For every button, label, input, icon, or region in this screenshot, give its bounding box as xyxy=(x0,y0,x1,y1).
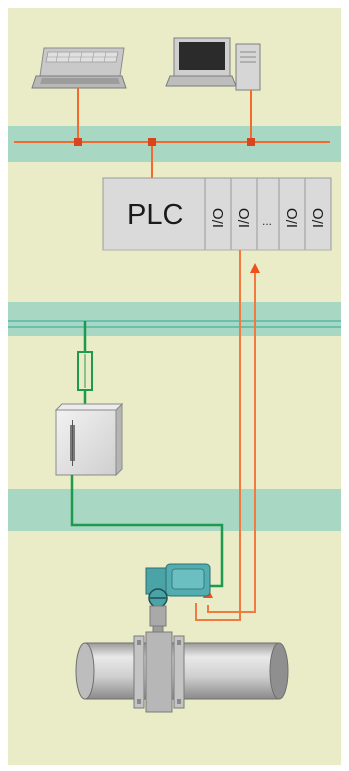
bus-node-laptop xyxy=(74,138,82,146)
bus-node-plc xyxy=(148,138,156,146)
field-level-band xyxy=(8,302,341,336)
bus-node-desktop xyxy=(247,138,255,146)
io-module-label-5: I/O xyxy=(310,208,327,228)
pipe-icon xyxy=(75,631,289,713)
loop-wire-inner xyxy=(207,263,260,613)
transmitter-icon xyxy=(145,563,211,639)
io-module-label-2: I/O xyxy=(236,208,253,228)
desktop-computer-icon xyxy=(165,37,261,91)
laptop-icon xyxy=(31,47,127,89)
junction-box-icon xyxy=(54,402,124,477)
plc-label: PLC xyxy=(127,199,183,231)
io-module-ellipsis: ... xyxy=(262,214,272,228)
control-level-band xyxy=(8,126,341,162)
io-module-label-1: I/O xyxy=(210,208,227,228)
io-module-label-4: I/O xyxy=(284,208,301,228)
field-cable-to-transmitter xyxy=(70,475,224,588)
loop-wire-outer xyxy=(195,250,241,621)
plc-rack xyxy=(102,177,332,251)
